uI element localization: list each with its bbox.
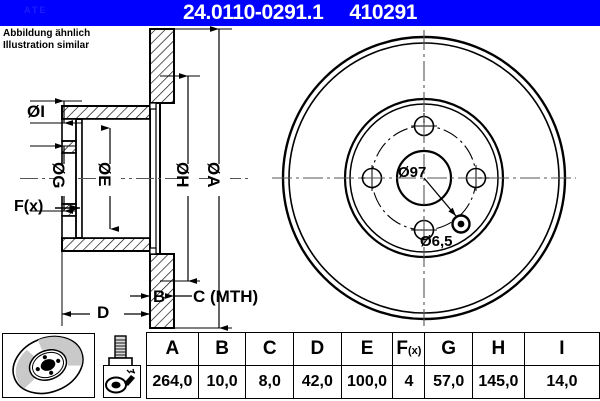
label-dia-A: ØA [204, 162, 223, 188]
illustration-note-en: Illustration similar [3, 39, 90, 51]
label-dia-G: ØG [49, 162, 68, 189]
dimension-dia-A [174, 26, 232, 331]
col-header-A: A [146, 332, 199, 366]
technical-drawing: ØI ØG ØE ØH ØA F(x) B C (MTH) D Ø97 Ø6,5 [0, 26, 600, 331]
label-dia-H: ØH [173, 162, 192, 188]
illustration-note-de: Abbildung ähnlich [3, 28, 91, 39]
col-header-F: F(x) [392, 332, 426, 366]
dimension-dia-H [160, 73, 200, 284]
illustration-note: Abbildung ähnlich Illustration similar [3, 28, 123, 51]
label-D: D [97, 303, 110, 322]
dimension-C [165, 281, 192, 309]
label-dia-I: ØI [27, 102, 45, 121]
locating-hole [451, 214, 471, 234]
brake-disc-icon [2, 333, 95, 398]
spec-table: A B C D E F(x) G H I 264,0 10,0 8,0 42,0 [146, 332, 600, 399]
article-number: 410291 [349, 1, 418, 24]
header-titles: 24.0110-0291.1 410291 [0, 0, 600, 26]
dimension-D [61, 251, 151, 327]
table-row: 264,0 10,0 8,0 42,0 100,0 4 57,0 145,0 1… [146, 365, 600, 399]
header-bar: ATE 24.0110-0291.1 410291 [0, 0, 600, 26]
cell-C: 8,0 [245, 365, 294, 399]
label-dia-E: ØE [95, 162, 114, 187]
label-center-bore: Ø97 [398, 164, 427, 181]
dimension-B [130, 281, 151, 309]
cell-D: 42,0 [292, 365, 342, 399]
table-header-row: A B C D E F(x) G H I [146, 332, 600, 366]
label-B: B [153, 287, 166, 306]
col-header-D: D [292, 332, 342, 366]
dimension-dia-I [30, 98, 82, 126]
col-header-G: G [424, 332, 474, 366]
label-bolt-hole: Ø6,5 [420, 233, 453, 250]
cell-B: 10,0 [197, 365, 247, 399]
brand-watermark: ATE [24, 5, 48, 15]
cell-F: 4 [392, 365, 426, 399]
cell-E: 100,0 [340, 365, 394, 399]
col-header-B: B [197, 332, 247, 366]
cell-H: 145,0 [472, 365, 525, 399]
col-header-H: H [472, 332, 525, 366]
cell-G: 57,0 [424, 365, 474, 399]
cell-I: 14,0 [523, 365, 600, 399]
cell-A: 264,0 [146, 365, 199, 399]
bottom-strip: A B C D E F(x) G H I 264,0 10,0 8,0 42,0 [0, 331, 600, 400]
dimension-dia-G [30, 143, 76, 214]
col-header-C: C [245, 332, 294, 366]
dimension-dia-E [100, 125, 121, 232]
face-view [272, 30, 576, 326]
spray-can-icon [103, 365, 141, 398]
part-number: 24.0110-0291.1 [182, 1, 324, 24]
label-C-MTH: C (MTH) [193, 287, 259, 306]
col-header-E: E [340, 332, 394, 366]
label-fx: F(x) [14, 198, 44, 215]
col-header-I: I [523, 332, 600, 366]
